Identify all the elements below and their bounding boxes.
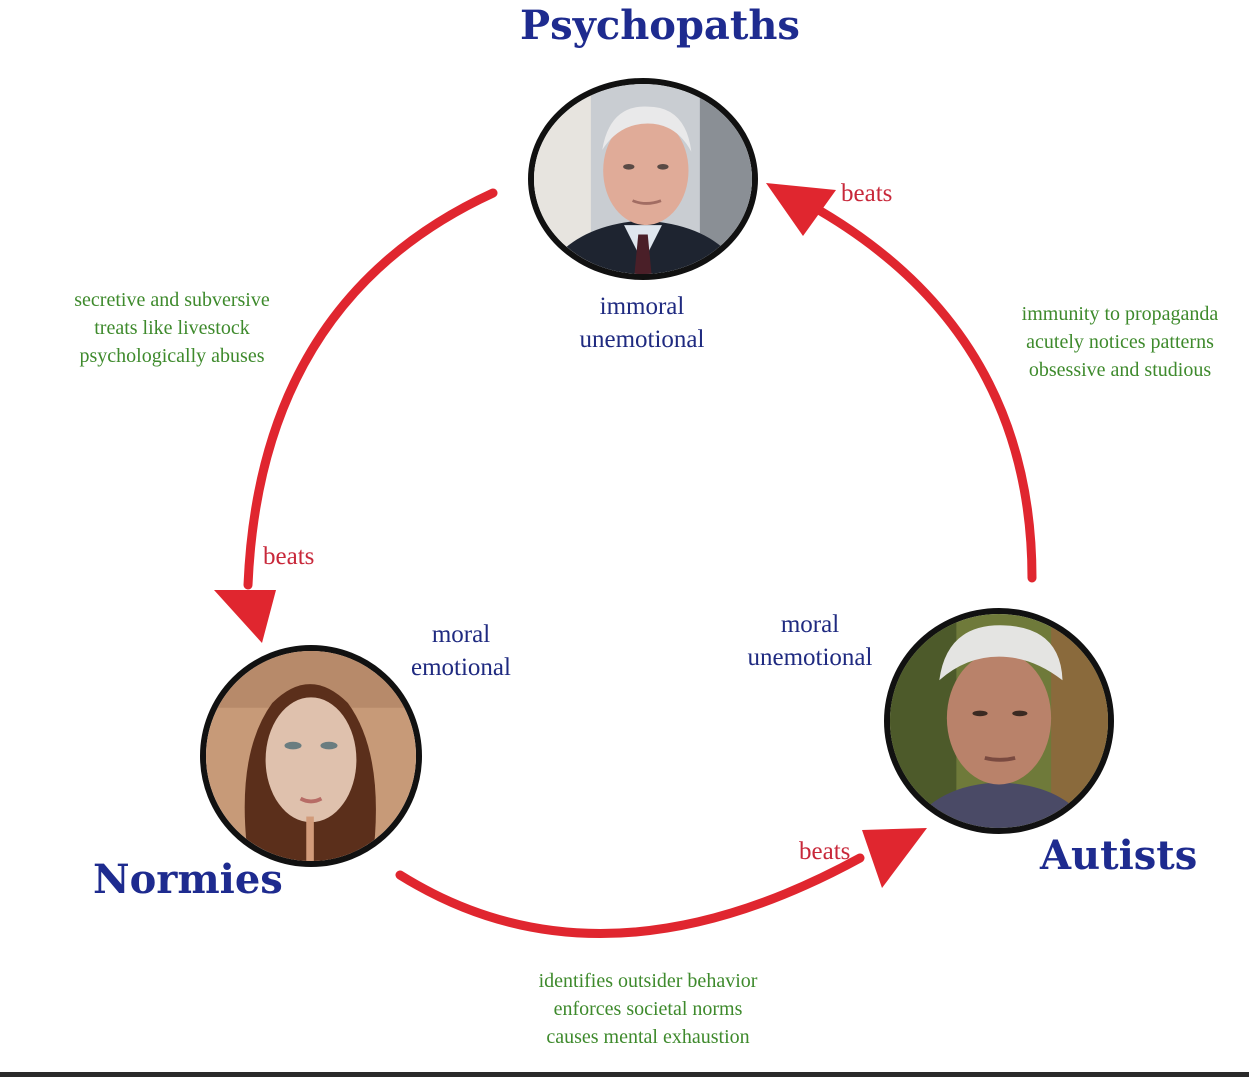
beats-label-normies-autists: beats (799, 838, 851, 865)
reason-line: enforces societal norms (553, 998, 743, 1020)
autists-title: Autists (1040, 832, 1198, 879)
arrowhead-normies (214, 590, 276, 643)
normies-title: Normies (93, 856, 283, 903)
arrow-psychopaths-to-normies (243, 188, 498, 590)
beats-label-psychopaths-normies: beats (263, 543, 315, 570)
bottom-border (0, 1072, 1249, 1077)
arrow-autists-to-psychopaths (805, 200, 1037, 583)
normies-traits: moral emotional (396, 618, 526, 684)
arrow-normies-to-autists (395, 853, 865, 938)
reason-line: acutely notices patterns (1026, 331, 1214, 353)
reason-line: causes mental exhaustion (546, 1026, 750, 1048)
normies-autists-reasons: identifies outsider behavior enforces so… (500, 967, 796, 1051)
trait-line: unemotional (579, 326, 705, 353)
autists-psychopaths-reasons: immunity to propaganda acutely notices p… (992, 300, 1248, 384)
trait-line: moral (431, 621, 491, 648)
psychopaths-traits: immoral unemotional (560, 290, 724, 356)
reason-line: secretive and subversive (74, 289, 270, 311)
autists-traits: moral unemotional (730, 608, 890, 674)
reason-line: treats like livestock (94, 317, 250, 339)
psychopaths-portrait (528, 78, 758, 280)
trait-line: moral (780, 611, 840, 638)
trait-line: immoral (599, 293, 685, 320)
beats-label-autists-psychopaths: beats (841, 180, 893, 207)
reason-line: psychologically abuses (79, 345, 265, 367)
reason-line: obsessive and studious (1028, 359, 1212, 381)
normies-portrait (200, 645, 422, 867)
psychopaths-title: Psychopaths (520, 2, 800, 49)
trait-line: emotional (411, 654, 511, 681)
psychopaths-normies-reasons: secretive and subversive treats like liv… (44, 286, 300, 370)
arrowhead-psychopaths (766, 183, 836, 236)
trait-line: unemotional (747, 644, 873, 671)
arrowhead-autists (862, 828, 927, 888)
autists-portrait (884, 608, 1114, 834)
reason-line: immunity to propaganda (1021, 303, 1219, 325)
reason-line: identifies outsider behavior (538, 970, 758, 992)
